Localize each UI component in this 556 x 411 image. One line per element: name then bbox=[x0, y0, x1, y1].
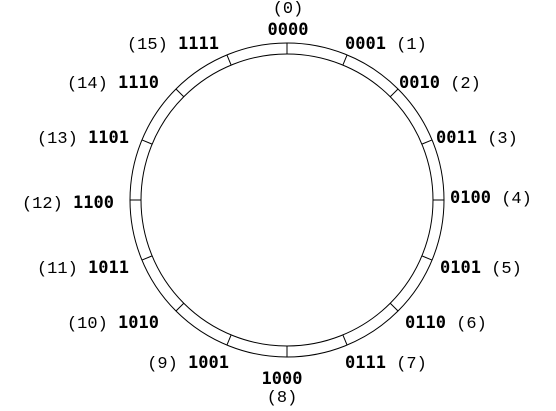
decimal-label-5: (5) bbox=[491, 260, 522, 279]
sector-tick-9 bbox=[226, 334, 232, 346]
decimal-label-15: (15) bbox=[126, 36, 168, 55]
sector-tick-2 bbox=[389, 88, 399, 98]
sector-tick-5 bbox=[421, 255, 433, 261]
sector-tick-7 bbox=[342, 334, 348, 346]
sector-tick-3 bbox=[421, 139, 433, 145]
binary-label-6: 0110 bbox=[405, 313, 446, 333]
binary-label-4: 0100 bbox=[450, 188, 491, 208]
binary-label-1: 0001 bbox=[345, 34, 386, 54]
label-8: 1000 (8) bbox=[252, 369, 312, 409]
decimal-label-11: (11) bbox=[36, 260, 78, 279]
label-6: 0110 (6) bbox=[405, 313, 487, 335]
label-12: (12) 1100 bbox=[22, 193, 114, 215]
decimal-label-0: (0) bbox=[272, 0, 304, 19]
binary-label-11: 1011 bbox=[88, 258, 129, 278]
binary-label-10: 1010 bbox=[118, 313, 159, 333]
decimal-label-3: (3) bbox=[487, 130, 518, 149]
binary-label-2: 0010 bbox=[399, 73, 440, 93]
binary-label-12: 1100 bbox=[73, 193, 114, 213]
binary-label-0: 0000 bbox=[267, 20, 309, 40]
label-5: 0101 (5) bbox=[440, 258, 522, 280]
binary-label-8: 1000 bbox=[261, 369, 303, 389]
decimal-label-8: (8) bbox=[266, 389, 298, 408]
decimal-label-10: (10) bbox=[66, 315, 108, 334]
decimal-label-4: (4) bbox=[501, 190, 532, 209]
sector-tick-13 bbox=[141, 139, 153, 145]
sector-tick-10 bbox=[175, 302, 185, 312]
binary-label-15: 1111 bbox=[178, 34, 219, 54]
sector-ticks bbox=[130, 43, 444, 357]
binary-label-14: 1110 bbox=[118, 73, 159, 93]
decimal-label-14: (14) bbox=[66, 75, 108, 94]
decimal-label-12: (12) bbox=[21, 195, 63, 214]
label-0: (0) 0000 bbox=[258, 0, 318, 40]
decimal-label-6: (6) bbox=[456, 315, 487, 334]
decimal-label-2: (2) bbox=[450, 75, 481, 94]
decimal-label-13: (13) bbox=[36, 130, 78, 149]
sector-tick-15 bbox=[226, 54, 232, 66]
binary-label-3: 0011 bbox=[436, 128, 477, 148]
label-2: 0010 (2) bbox=[399, 73, 481, 95]
binary-label-9: 1001 bbox=[188, 353, 229, 373]
decimal-label-9: (9) bbox=[147, 355, 178, 374]
decimal-label-7: (7) bbox=[396, 355, 427, 374]
sector-tick-14 bbox=[175, 88, 185, 98]
label-15: (15) 1111 bbox=[127, 34, 219, 56]
binary-label-13: 1101 bbox=[88, 128, 129, 148]
label-10: (10) 1010 bbox=[67, 313, 159, 335]
inner-ring bbox=[140, 53, 434, 347]
label-9: (9) 1001 bbox=[147, 353, 229, 375]
label-14: (14) 1110 bbox=[67, 73, 159, 95]
label-1: 0001 (1) bbox=[345, 34, 427, 56]
binary-label-5: 0101 bbox=[440, 258, 481, 278]
decimal-label-1: (1) bbox=[396, 36, 427, 55]
label-13: (13) 1101 bbox=[37, 128, 129, 150]
binary-label-7: 0111 bbox=[345, 353, 386, 373]
sector-tick-11 bbox=[141, 255, 153, 261]
sector-tick-6 bbox=[389, 302, 399, 312]
label-3: 0011 (3) bbox=[436, 128, 518, 150]
sector-tick-1 bbox=[342, 54, 348, 66]
label-7: 0111 (7) bbox=[345, 353, 427, 375]
label-4: 0100 (4) bbox=[450, 188, 532, 210]
label-11: (11) 1011 bbox=[37, 258, 129, 280]
